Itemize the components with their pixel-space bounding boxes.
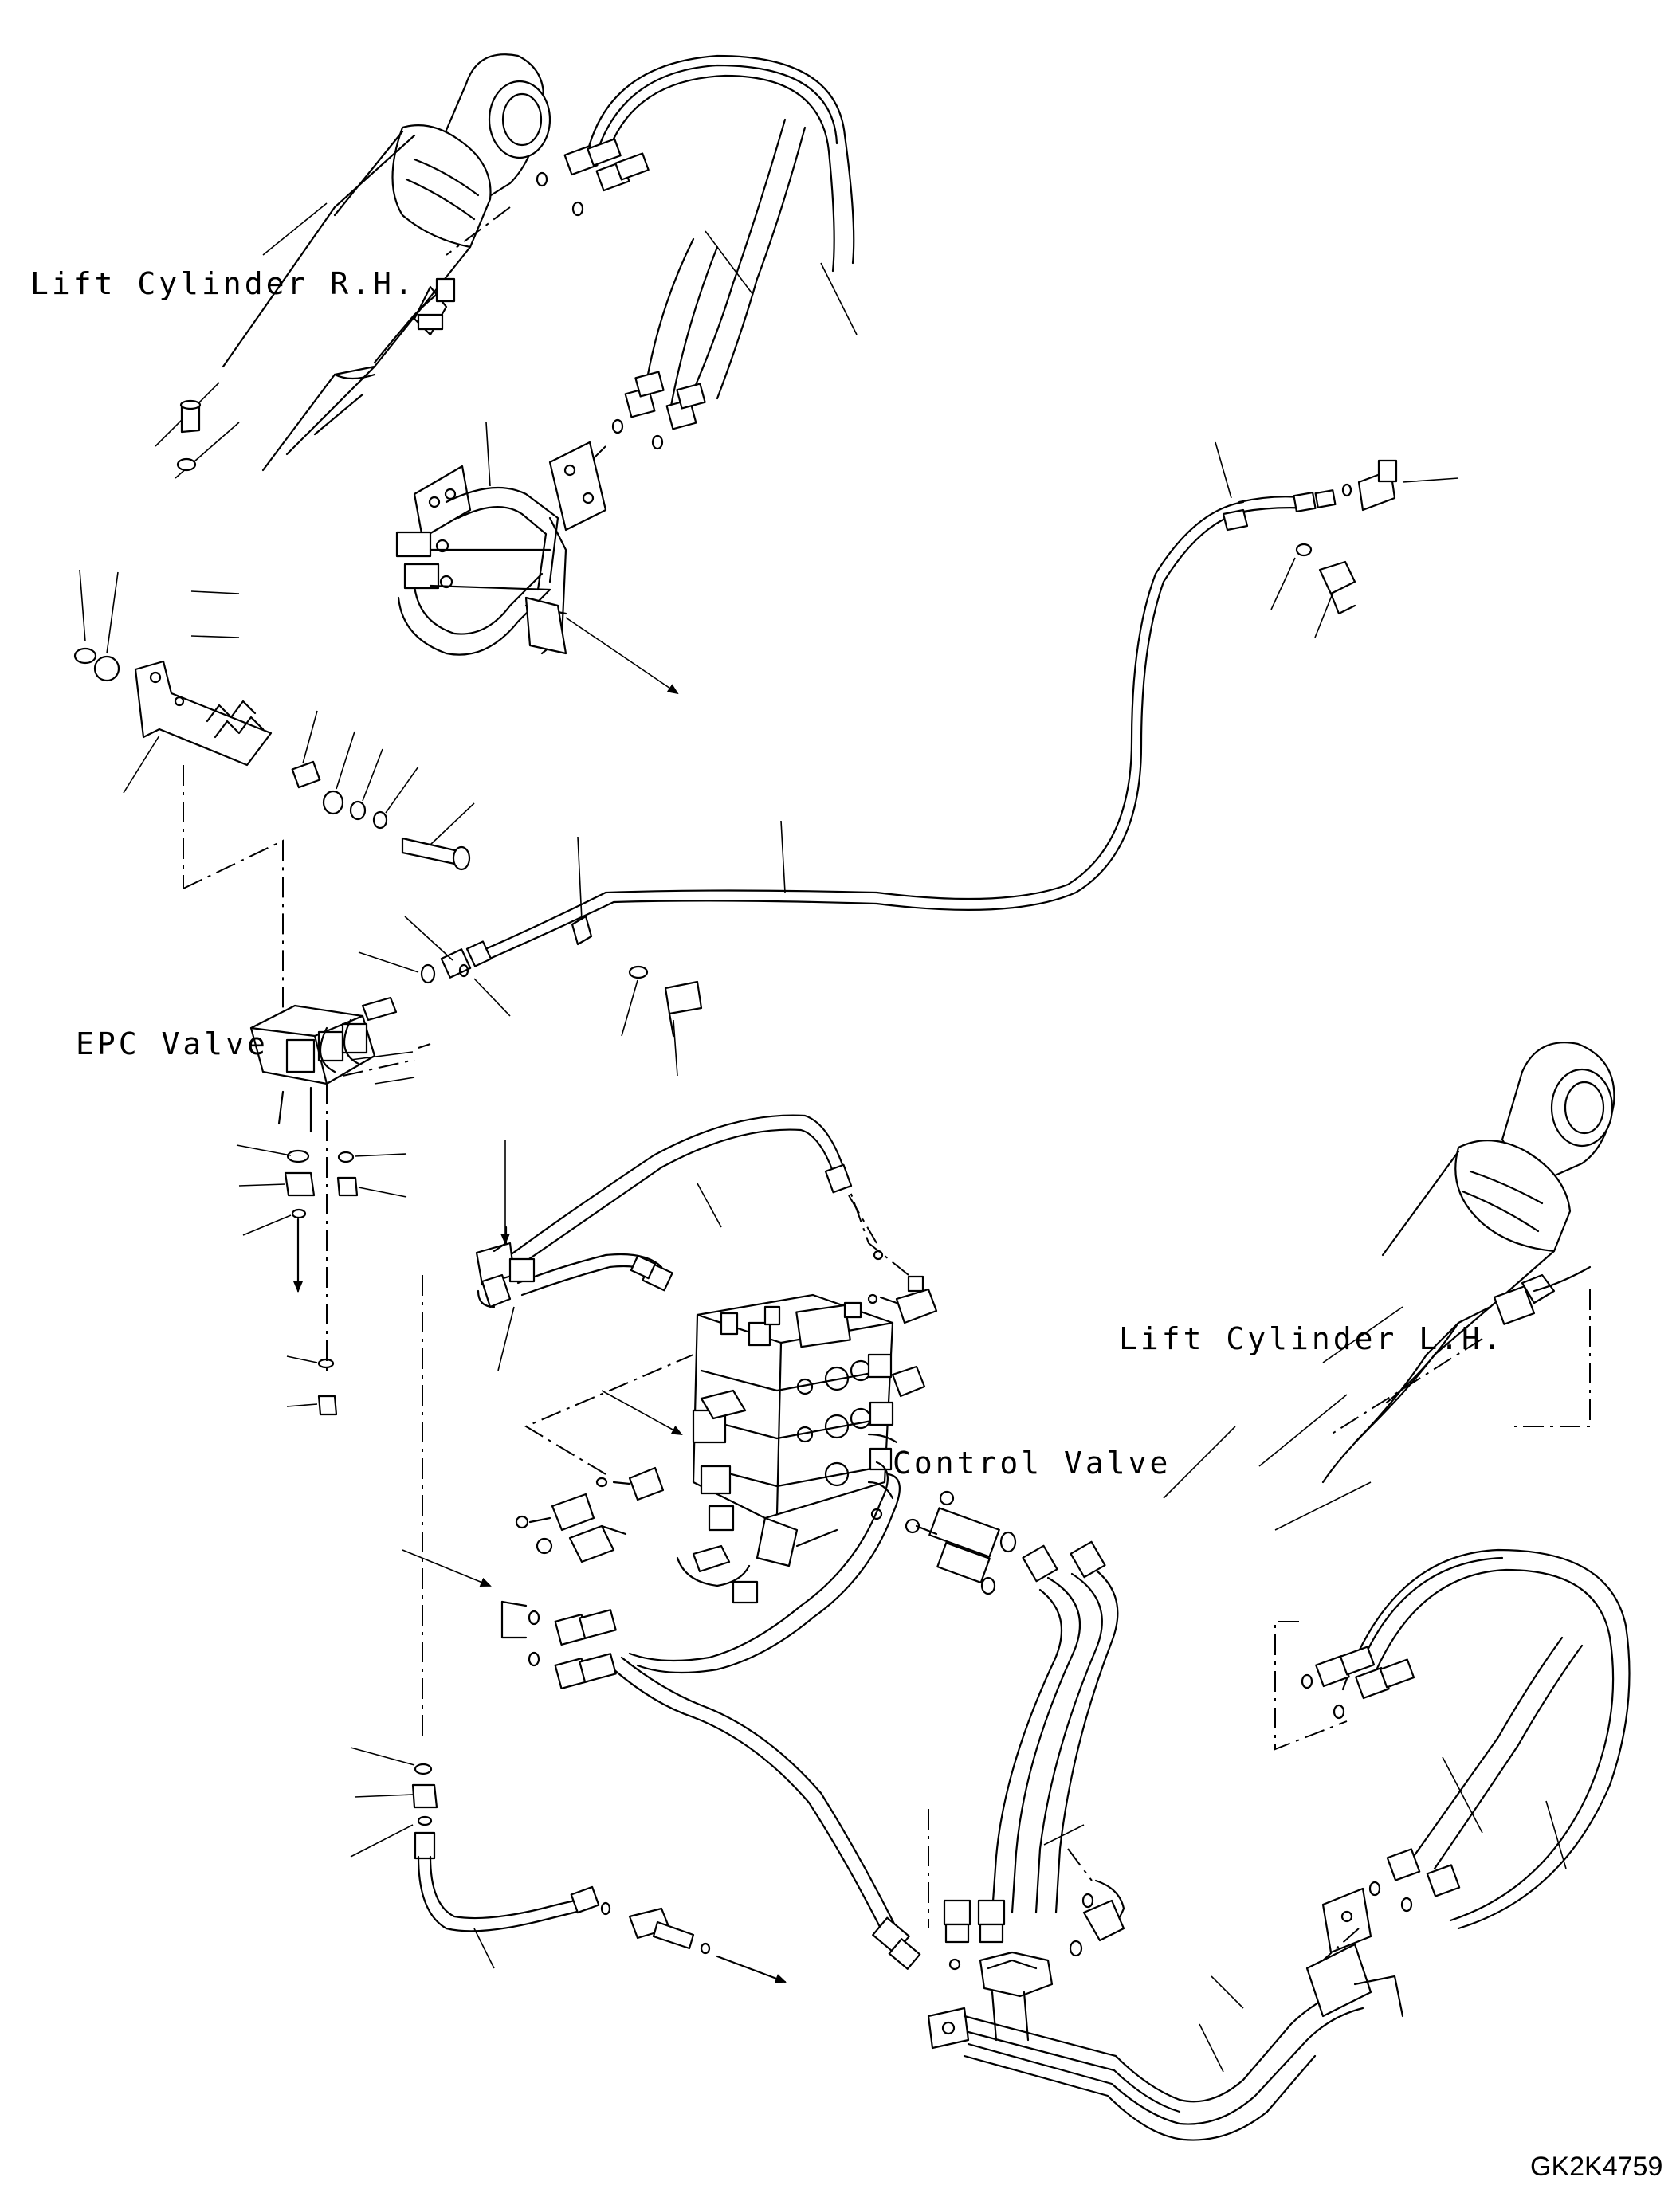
control-valve-upper-hoses <box>475 1114 884 1371</box>
control-valve <box>524 1187 938 1604</box>
lift-hoses-lh <box>1274 1548 1631 1961</box>
epc-valve <box>236 996 431 1416</box>
lift-hoses-rh <box>446 54 858 479</box>
control-valve-label: Control Valve <box>893 1446 1172 1481</box>
lower-tube-assembly <box>927 1887 1404 2141</box>
long-pilot-hose <box>358 441 1459 1077</box>
lift-cylinder-lh <box>1163 1042 1615 1531</box>
lift-cylinder-lh-label: Lift Cylinder L.H. <box>1119 1321 1505 1356</box>
drawing-code: GK2K4759 <box>1530 2152 1663 2182</box>
lower-pilot-hose <box>350 1275 787 1983</box>
tube-bracket-rh <box>395 422 679 695</box>
lift-cylinder-rh-label: Lift Cylinder R.H. <box>30 266 416 301</box>
lift-cylinder-rh <box>155 53 551 479</box>
control-valve-lower-hoses <box>402 1433 1125 1971</box>
clamp-bracket <box>73 399 475 1020</box>
epc-valve-label: EPC Valve <box>76 1026 269 1061</box>
